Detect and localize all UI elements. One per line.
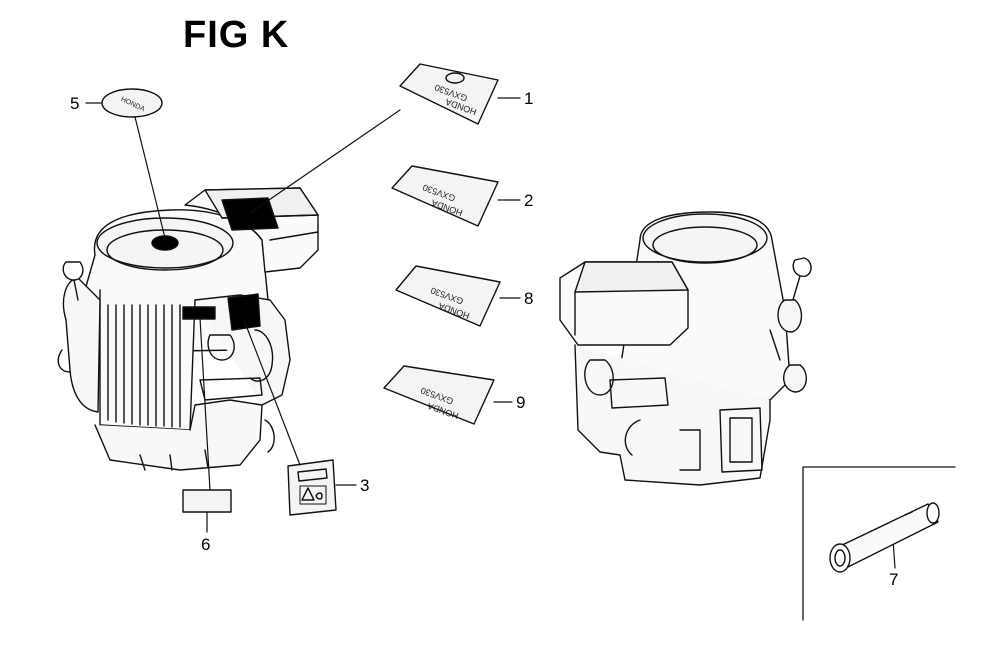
item-7-inset [802,466,956,621]
engine-left-front-view [57,187,319,471]
figure-title: FIG K [183,14,290,56]
engine-right-rear-view [559,211,812,486]
decal-item-8 [395,265,501,327]
callout-2: 2 [524,191,533,210]
decal-item-9 [383,365,495,425]
callout-9: 9 [516,393,525,412]
decal-item-1 [399,63,499,125]
callout-3: 3 [360,476,369,495]
decal-item-3-warning [287,459,337,516]
callout-6: 6 [201,535,210,554]
callout-7: 7 [889,570,898,589]
decal-item-2 [391,165,499,227]
decal-item-6 [182,489,232,513]
callout-5: 5 [70,94,79,113]
callout-1: 1 [524,89,533,108]
callout-numbers: 1 2 3 5 6 7 8 9 [70,89,898,589]
callout-8: 8 [524,289,533,308]
